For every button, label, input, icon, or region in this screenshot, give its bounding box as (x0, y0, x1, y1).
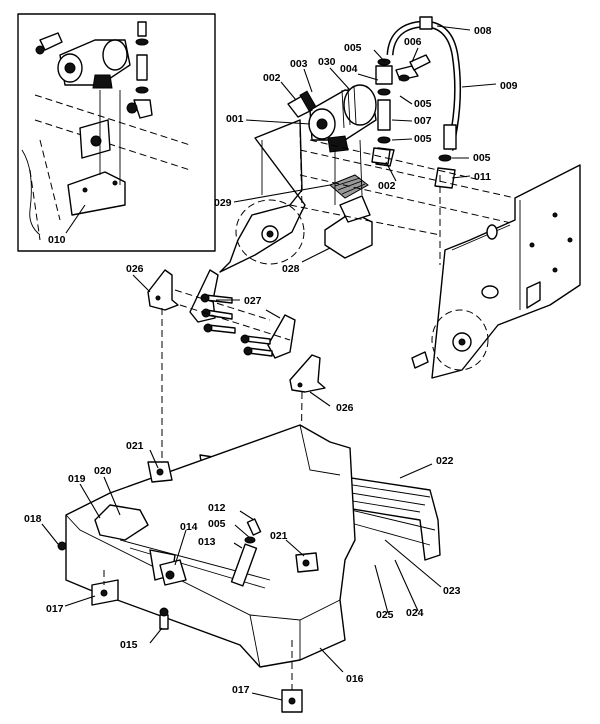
callout-024: 024 (406, 607, 424, 619)
left-wheel-outline (235, 199, 305, 265)
callout-029: 029 (214, 197, 232, 209)
callout-020: 020 (94, 465, 112, 477)
callout-019: 019 (68, 473, 86, 485)
callout-013: 013 (198, 536, 216, 548)
pump-assembly (287, 16, 462, 259)
callout-008: 008 (474, 25, 492, 37)
callout-002-bottom: 002 (378, 180, 396, 192)
inset-bracket-icon (67, 90, 126, 216)
callout-017-left: 017 (46, 603, 64, 615)
tank-opening-019 (94, 504, 149, 541)
callout-labels: 008 009 005 006 004 030 003 002 005 007 … (24, 25, 518, 696)
callout-021-right: 021 (270, 530, 288, 542)
callout-005-mid: 005 (414, 98, 432, 110)
inset-detail (17, 13, 216, 252)
callout-021-left: 021 (126, 440, 144, 452)
screw-018 (57, 541, 67, 551)
bracket-026-right (289, 354, 326, 393)
callout-005-top: 005 (344, 42, 362, 54)
callout-025: 025 (376, 609, 394, 621)
inset-fittings-icon (126, 21, 153, 119)
hose-end-fitting (419, 16, 433, 30)
callout-014: 014 (180, 521, 198, 533)
callout-001: 001 (226, 113, 244, 125)
callout-012: 012 (208, 502, 226, 514)
callout-007: 007 (414, 115, 432, 127)
callout-030: 030 (318, 56, 336, 68)
pump-motor-icon (287, 84, 391, 165)
callout-017-bottom: 017 (232, 684, 250, 696)
callout-028: 028 (282, 263, 300, 275)
mount-brackets (147, 269, 326, 561)
right-wheel-outline (431, 309, 489, 371)
tank-assembly (57, 424, 441, 713)
bracket-026-left (147, 269, 179, 311)
right-side-plate (431, 164, 581, 379)
callout-009: 009 (500, 80, 518, 92)
inset-pump-icon (35, 32, 131, 89)
callout-018: 018 (24, 513, 42, 525)
callout-015: 015 (120, 639, 138, 651)
callout-005-low: 005 (414, 133, 432, 145)
callout-026-right: 026 (336, 402, 354, 414)
callout-004: 004 (340, 63, 358, 75)
callout-010: 010 (48, 234, 66, 246)
callout-002-top: 002 (263, 72, 281, 84)
left-side-plate (219, 119, 306, 273)
callout-027: 027 (244, 295, 262, 307)
callout-005-right: 005 (473, 152, 491, 164)
callout-011: 011 (474, 171, 491, 183)
callout-023: 023 (443, 585, 461, 597)
callout-003: 003 (290, 58, 308, 70)
callout-026-left: 026 (126, 263, 144, 275)
drain-plug-015 (159, 614, 169, 630)
tank-fittings (147, 461, 319, 587)
leader-lines (41, 25, 497, 701)
callout-005-tank: 005 (208, 518, 226, 530)
frame-assembly (219, 119, 581, 379)
callout-016: 016 (346, 673, 364, 685)
inset-frame (17, 13, 216, 252)
pump-bracket-icon (324, 139, 373, 259)
bracket-027-lower (267, 314, 296, 359)
callout-006: 006 (404, 36, 422, 48)
bolt-set (200, 293, 273, 357)
callout-022: 022 (436, 455, 454, 467)
